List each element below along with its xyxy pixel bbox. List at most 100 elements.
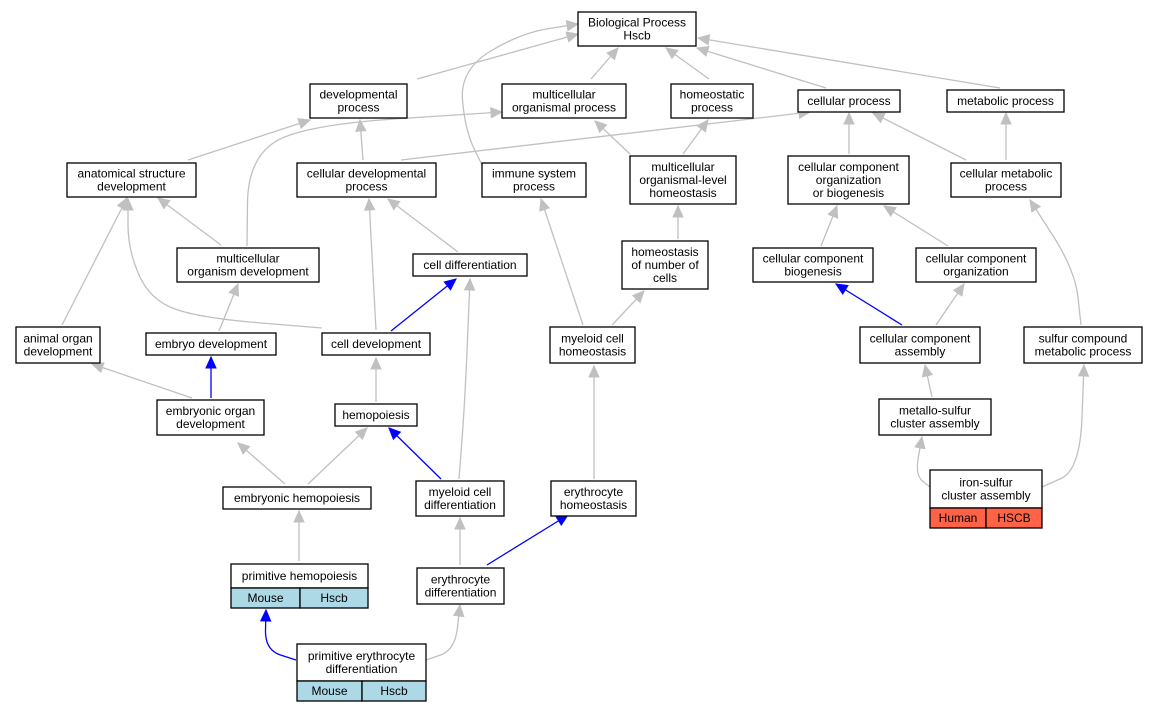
edge-arrowhead	[952, 283, 965, 297]
edge-arrowhead	[594, 120, 608, 134]
node-embryonic-hemopoiesis[interactable]: embryonic hemopoiesis	[222, 486, 372, 510]
edge-line	[697, 37, 1001, 89]
edge-myeloid-cell-homeostasis-to-immune-system-process	[539, 197, 584, 326]
edge-line	[1041, 364, 1085, 488]
node-label: animal organ	[23, 332, 92, 346]
graph-edges	[61, 20, 1090, 661]
edge-arrowhead	[452, 603, 465, 618]
node-primitive-erythrocyte-differentiation[interactable]: primitive erythrocytedifferentiationMous…	[296, 643, 427, 702]
node-label: differentiation	[424, 498, 496, 512]
edge-multicellular-organismal-level-homeostasis-to-homeostatic-process	[682, 119, 709, 155]
node-box	[752, 247, 874, 283]
edge-line	[1029, 199, 1082, 326]
node-label: primitive erythrocyte	[308, 649, 416, 663]
edge-multicellular-organism-development-to-anatomical-structure-development	[157, 197, 222, 246]
gene-label: Hscb	[320, 591, 348, 605]
node-label: multicellular	[216, 252, 279, 266]
node-label: immune system	[492, 167, 576, 181]
node-box	[296, 643, 427, 682]
edge-line	[416, 33, 579, 80]
node-cell-differentiation[interactable]: cell differentiation	[412, 253, 528, 277]
node-label: organization	[816, 173, 881, 187]
edge-arrowhead	[539, 197, 551, 212]
edge-embryonic-hemopoiesis-to-embryonic-organ-development	[237, 442, 286, 485]
node-box	[670, 83, 754, 119]
node-label: homeostasis	[631, 245, 698, 259]
edge-homeostatic-process-to-root	[665, 47, 710, 80]
edge-arrowhead	[228, 282, 240, 297]
edge-immune-system-process-to-root	[461, 20, 580, 168]
node-box	[950, 162, 1062, 198]
edge-arrowhead	[90, 362, 105, 374]
edge-arrowhead	[696, 34, 711, 46]
edge-arrowhead	[293, 509, 305, 523]
edge-hemopoiesis-to-cell-development	[370, 356, 382, 402]
edge-arrowhead	[834, 283, 849, 295]
node-hemopoiesis[interactable]: hemopoiesis	[334, 403, 418, 427]
node-box	[230, 563, 369, 589]
node-box	[577, 11, 697, 47]
edge-primitive-erythrocyte-differentiation-to-erythrocyte-differentiation	[425, 603, 465, 661]
node-cell-development[interactable]: cell development	[321, 332, 431, 356]
node-metabolic-process[interactable]: metabolic process	[946, 89, 1065, 113]
node-label: homeostasis	[649, 186, 716, 200]
node-box	[797, 89, 901, 113]
node-label: organization	[943, 265, 1008, 279]
edge-arrowhead	[882, 205, 897, 217]
edge-line	[696, 47, 827, 89]
edge-line	[916, 436, 931, 488]
node-box	[416, 567, 505, 605]
edge-cellular-component-assembly-to-cellular-component-organization	[935, 283, 965, 326]
node-label: cellular component	[798, 160, 899, 174]
edge-line	[187, 119, 311, 161]
node-embryo-development[interactable]: embryo development	[145, 332, 277, 356]
node-label: multicellular	[532, 88, 595, 102]
edge-arrowhead	[454, 516, 466, 530]
edge-iron-sulfur-cluster-assembly-to-metallo-sulfur-cluster-assembly	[914, 435, 931, 488]
edge-line	[486, 514, 569, 566]
node-label: process	[513, 180, 555, 194]
node-label: myeloid cell	[561, 332, 624, 346]
edge-arrowhead	[443, 278, 457, 291]
node-label: cellular component	[870, 332, 971, 346]
edge-cellular-component-assembly-to-cellular-component-biogenesis	[834, 283, 903, 326]
edge-line	[458, 278, 471, 480]
edge-line	[400, 111, 811, 161]
node-box	[481, 162, 587, 198]
node-label: homeostasis	[560, 498, 627, 512]
edge-cellular-developmental-process-to-developmental-process	[355, 118, 367, 161]
node-cellular-process[interactable]: cellular process	[797, 89, 901, 113]
species-label: Mouse	[247, 591, 283, 605]
node-box	[946, 89, 1065, 113]
gene-label: HSCB	[997, 511, 1030, 525]
edge-line	[387, 198, 459, 253]
edge-line	[388, 427, 442, 480]
edge-arrowhead	[588, 364, 600, 378]
edge-line	[127, 199, 323, 329]
